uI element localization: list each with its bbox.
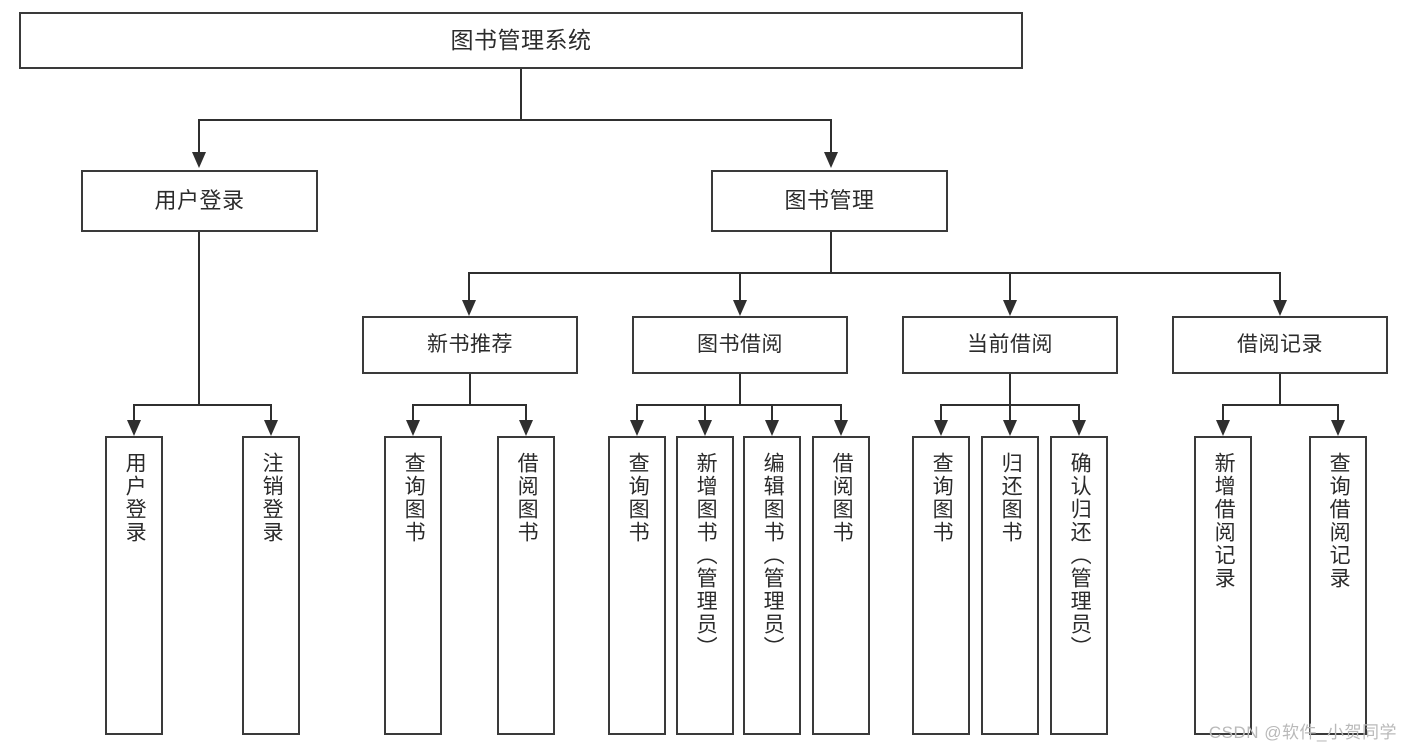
node-label: 确认归还（管理员） <box>1068 452 1092 659</box>
node-label: 用户登录 <box>154 188 245 214</box>
node-label: 图书借阅 <box>697 332 783 356</box>
connector-cb-to-leaf-2 <box>1009 404 1011 420</box>
arrowhead-to-borrow-record <box>1273 300 1287 316</box>
node-label: 借阅图书 <box>515 452 539 544</box>
connector-new-book-recommend-stem <box>469 374 471 404</box>
connector-borrow-record-bus <box>1222 404 1337 406</box>
leaf-current-borrow-return-book[interactable]: 归还图书 <box>981 436 1039 735</box>
connector-bb-to-leaf-1 <box>636 404 638 420</box>
leaf-user-login-signout[interactable]: 注销登录 <box>242 436 300 735</box>
connector-book-borrow-stem <box>739 374 741 404</box>
leaf-current-borrow-query-book[interactable]: 查询图书 <box>912 436 970 735</box>
arrowhead-br-to-leaf-1 <box>1216 420 1230 436</box>
connector-user-login-to-leaf-1 <box>133 404 135 420</box>
connector-user-login-stem <box>198 232 200 404</box>
connector-nbr-to-leaf-1 <box>412 404 414 420</box>
arrowhead-to-current-borrow <box>1003 300 1017 316</box>
node-book-management[interactable]: 图书管理 <box>711 170 948 232</box>
leaf-new-book-query-book[interactable]: 查询图书 <box>384 436 442 735</box>
arrowhead-cb-to-leaf-3 <box>1072 420 1086 436</box>
leaf-book-borrow-query-book[interactable]: 查询图书 <box>608 436 666 735</box>
connector-book-management-stem <box>830 232 832 272</box>
connector-bb-to-leaf-2 <box>704 404 706 420</box>
connector-current-borrow-stem <box>1009 374 1011 404</box>
connector-new-book-recommend-bus <box>412 404 527 406</box>
node-label: 查询图书 <box>626 452 650 544</box>
connector-level3-bus <box>468 272 1280 274</box>
node-user-login[interactable]: 用户登录 <box>81 170 318 232</box>
arrowhead-root-to-book-management <box>824 152 838 168</box>
node-label: 用户登录 <box>123 452 147 544</box>
leaf-book-borrow-borrow-book[interactable]: 借阅图书 <box>812 436 870 735</box>
node-label: 查询图书 <box>402 452 426 544</box>
node-new-book-recommend[interactable]: 新书推荐 <box>362 316 578 374</box>
connector-to-current-borrow <box>1009 272 1011 300</box>
arrowhead-cb-to-leaf-2 <box>1003 420 1017 436</box>
arrowhead-bb-to-leaf-3 <box>765 420 779 436</box>
node-label: 图书管理系统 <box>450 26 592 53</box>
connector-to-borrow-record <box>1279 272 1281 300</box>
connector-root-to-user-login <box>198 119 200 152</box>
arrowhead-to-book-borrow <box>733 300 747 316</box>
arrowhead-br-to-leaf-2 <box>1331 420 1345 436</box>
connector-user-login-bus <box>133 404 270 406</box>
connector-br-to-leaf-2 <box>1337 404 1339 420</box>
connector-book-borrow-bus <box>636 404 841 406</box>
node-root-book-management-system[interactable]: 图书管理系统 <box>19 12 1023 69</box>
node-label: 当前借阅 <box>967 332 1053 356</box>
connector-cb-to-leaf-1 <box>940 404 942 420</box>
leaf-new-book-borrow-book[interactable]: 借阅图书 <box>497 436 555 735</box>
connector-bb-to-leaf-3 <box>771 404 773 420</box>
connector-root-stem <box>520 69 522 119</box>
node-label: 新书推荐 <box>427 332 513 356</box>
arrowhead-root-to-user-login <box>192 152 206 168</box>
node-label: 借阅记录 <box>1237 332 1323 356</box>
connector-root-to-book-management <box>830 119 832 152</box>
node-label: 新增图书（管理员） <box>694 452 718 659</box>
connector-br-to-leaf-1 <box>1222 404 1224 420</box>
arrowhead-to-new-book-recommend <box>462 300 476 316</box>
node-label: 新增借阅记录 <box>1212 452 1236 590</box>
arrowhead-cb-to-leaf-1 <box>934 420 948 436</box>
arrowhead-user-login-to-leaf-2 <box>264 420 278 436</box>
leaf-book-borrow-edit-book-admin[interactable]: 编辑图书（管理员） <box>743 436 801 735</box>
connector-user-login-to-leaf-2 <box>270 404 272 420</box>
leaf-borrow-record-add-record[interactable]: 新增借阅记录 <box>1194 436 1252 735</box>
node-label: 图书管理 <box>784 188 875 214</box>
arrowhead-user-login-to-leaf-1 <box>127 420 141 436</box>
connector-to-new-book-recommend <box>468 272 470 300</box>
arrowhead-nbr-to-leaf-1 <box>406 420 420 436</box>
leaf-user-login-signin[interactable]: 用户登录 <box>105 436 163 735</box>
node-book-borrow[interactable]: 图书借阅 <box>632 316 848 374</box>
node-borrow-record[interactable]: 借阅记录 <box>1172 316 1388 374</box>
leaf-book-borrow-add-book-admin[interactable]: 新增图书（管理员） <box>676 436 734 735</box>
leaf-borrow-record-query-record[interactable]: 查询借阅记录 <box>1309 436 1367 735</box>
node-label: 查询图书 <box>930 452 954 544</box>
node-label: 编辑图书（管理员） <box>761 452 785 659</box>
arrowhead-nbr-to-leaf-2 <box>519 420 533 436</box>
arrowhead-bb-to-leaf-4 <box>834 420 848 436</box>
connector-nbr-to-leaf-2 <box>525 404 527 420</box>
node-label: 借阅图书 <box>830 452 854 544</box>
node-label: 查询借阅记录 <box>1327 452 1351 590</box>
connector-cb-to-leaf-3 <box>1078 404 1080 420</box>
connector-borrow-record-stem <box>1279 374 1281 404</box>
node-current-borrow[interactable]: 当前借阅 <box>902 316 1118 374</box>
connector-to-book-borrow <box>739 272 741 300</box>
node-label: 注销登录 <box>260 452 284 544</box>
node-label: 归还图书 <box>999 452 1023 544</box>
arrowhead-bb-to-leaf-2 <box>698 420 712 436</box>
connector-root-bus <box>198 119 832 121</box>
arrowhead-bb-to-leaf-1 <box>630 420 644 436</box>
leaf-current-borrow-confirm-return-admin[interactable]: 确认归还（管理员） <box>1050 436 1108 735</box>
connector-bb-to-leaf-4 <box>840 404 842 420</box>
